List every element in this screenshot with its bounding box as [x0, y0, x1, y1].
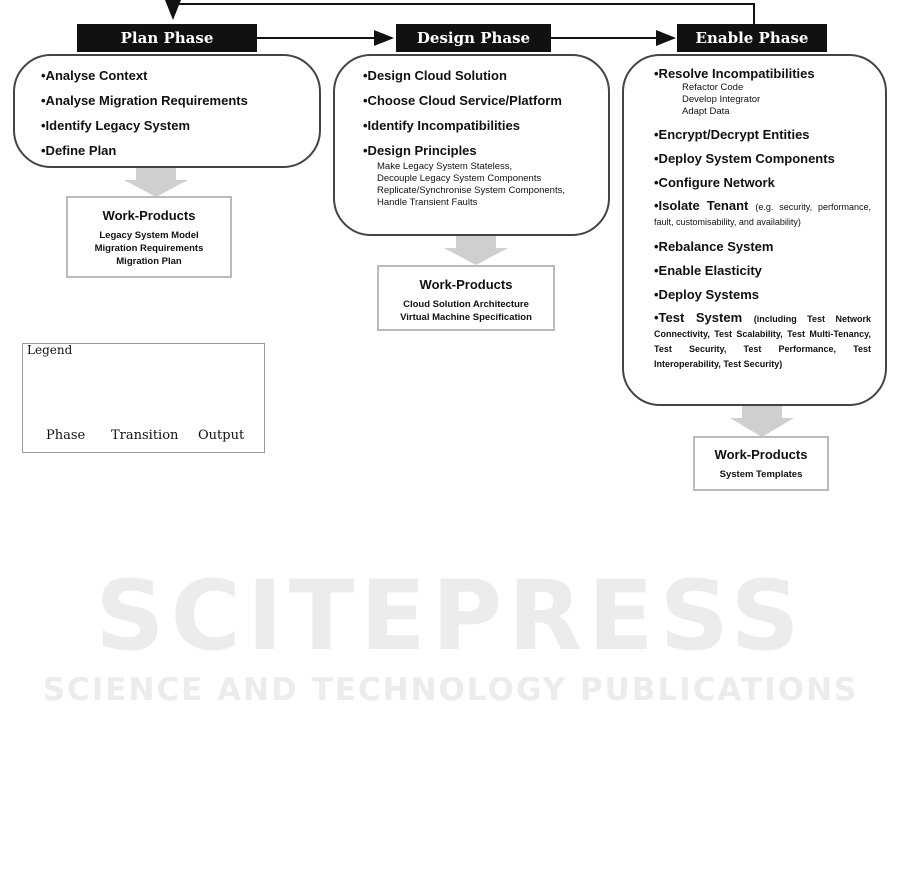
- enable-test-note: (including Test Network Connectivity, Te…: [654, 314, 871, 369]
- plan-work-product-1: Legacy System Model: [99, 230, 199, 241]
- plan-work-products: Work-Products Legacy System Model Migrat…: [66, 196, 232, 278]
- design-item-3: •Identify Incompatibilities: [363, 118, 520, 133]
- enable-work-product-1: System Templates: [719, 469, 803, 480]
- design-work-products: Work-Products Cloud Solution Architectur…: [377, 265, 555, 331]
- design-work-products-title: Work-Products: [419, 277, 513, 292]
- design-principle-1: Make Legacy System Stateless,: [377, 161, 513, 172]
- enable-item-elasticity: •Enable Elasticity: [654, 263, 762, 278]
- feedback-arrow: [165, 0, 755, 24]
- design-item-1: •Design Cloud Solution: [363, 68, 507, 83]
- plan-work-product-2: Migration Requirements: [94, 243, 204, 254]
- legend-phase-label: Phase: [46, 428, 86, 443]
- output-arrow-design: [444, 234, 508, 265]
- plan-phase-title: Plan Phase: [77, 24, 257, 52]
- plan-item-2: •Analyse Migration Requirements: [41, 93, 248, 108]
- enable-item-isolate-block: •Isolate Tenant (e.g. security, performa…: [654, 199, 871, 229]
- output-arrow-enable: [730, 404, 794, 437]
- legend-title: Legend: [27, 343, 73, 357]
- enable-item-configure: •Configure Network: [654, 175, 775, 190]
- enable-item-deploy-systems: •Deploy Systems: [654, 287, 759, 302]
- enable-phase-box: •Resolve Incompatibilities Refactor Code…: [622, 54, 887, 406]
- design-item-4: •Design Principles: [363, 143, 477, 158]
- design-item-2: •Choose Cloud Service/Platform: [363, 93, 562, 108]
- enable-resolve-sub-3: Adapt Data: [682, 106, 730, 117]
- design-principle-3: Replicate/Synchronise System Components,: [377, 185, 565, 196]
- enable-work-products-title: Work-Products: [714, 447, 808, 462]
- plan-item-4: •Define Plan: [41, 143, 117, 158]
- enable-item-rebalance: •Rebalance System: [654, 239, 774, 254]
- enable-item-resolve: •Resolve Incompatibilities: [654, 66, 815, 81]
- watermark-main: SCITEPRESS: [95, 560, 806, 672]
- legend-output-label: Output: [198, 428, 245, 443]
- enable-item-deploy-components: •Deploy System Components: [654, 151, 835, 166]
- design-principle-4: Handle Transient Faults: [377, 197, 478, 208]
- enable-resolve-sub-1: Refactor Code: [682, 82, 744, 93]
- legend-box: [22, 343, 265, 453]
- design-work-product-2: Virtual Machine Specification: [400, 312, 532, 323]
- legend-transition-label: Transition: [111, 428, 179, 443]
- plan-phase-box: •Analyse Context •Analyse Migration Requ…: [13, 54, 321, 168]
- plan-item-3: •Identify Legacy System: [41, 118, 191, 133]
- enable-phase-title: Enable Phase: [677, 24, 827, 52]
- plan-work-product-3: Migration Plan: [116, 256, 182, 267]
- design-work-product-1: Cloud Solution Architecture: [403, 299, 529, 310]
- watermark-sub: SCIENCE AND TECHNOLOGY PUBLICATIONS: [42, 672, 859, 708]
- enable-item-isolate: •Isolate Tenant: [654, 198, 749, 213]
- output-arrow-plan: [124, 165, 188, 197]
- design-phase-title: Design Phase: [396, 24, 551, 52]
- design-principle-2: Decouple Legacy System Components: [377, 173, 542, 184]
- plan-item-1: •Analyse Context: [41, 68, 148, 83]
- plan-work-products-title: Work-Products: [102, 208, 196, 223]
- enable-isolate-note: (e.g. security, performance, fault, cust…: [654, 202, 871, 227]
- enable-item-test: •Test System: [654, 310, 743, 325]
- enable-work-products: Work-Products System Templates: [693, 436, 829, 491]
- enable-item-test-block: •Test System (including Test Network Con…: [654, 311, 871, 371]
- enable-item-encrypt: •Encrypt/Decrypt Entities: [654, 127, 810, 142]
- design-phase-box: •Design Cloud Solution •Choose Cloud Ser…: [333, 54, 610, 236]
- enable-resolve-sub-2: Develop Integrator: [682, 94, 761, 105]
